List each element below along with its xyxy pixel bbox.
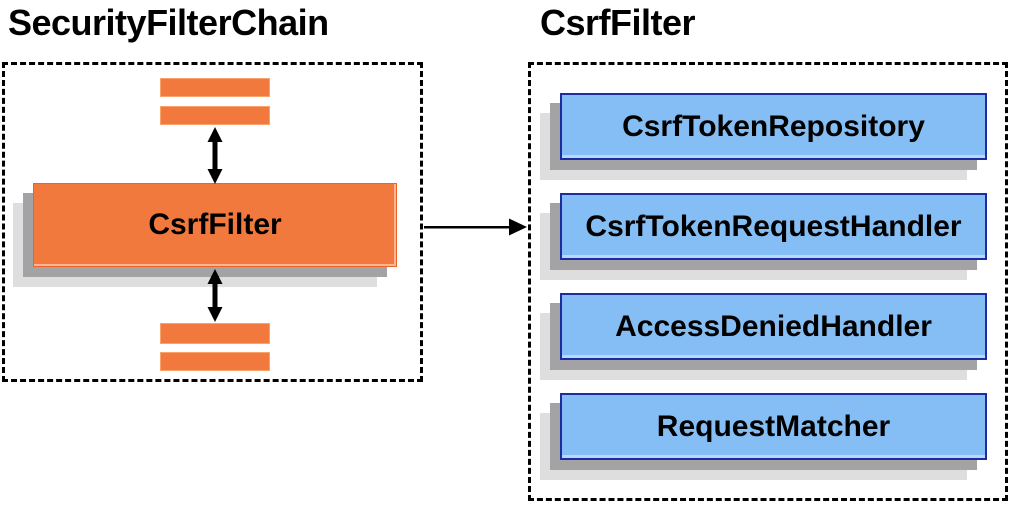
component-node-csrf-token-repository: CsrfTokenRepository [560,93,987,160]
csrf-filter-node: CsrfFilter [33,183,397,267]
flow-arrow-icon [424,218,527,236]
csrf-filter-title: CsrfFilter [540,2,696,43]
component-node-csrf-token-request-handler: CsrfTokenRequestHandler [560,193,987,260]
csrf-filter-components-container: CsrfTokenRepository CsrfTokenRequestHand… [528,62,1008,501]
csrf-filter-node-label: CsrfFilter [148,208,282,241]
filter-bar-icon [160,78,270,97]
component-node-access-denied-handler: AccessDeniedHandler [560,293,987,360]
security-filter-chain-title: SecurityFilterChain [8,2,329,43]
filter-bar-icon [160,323,270,344]
filter-bar-icon [160,352,270,371]
component-node-request-matcher: RequestMatcher [560,393,987,460]
filter-bar-icon [160,106,270,125]
security-filter-chain-container: CsrfFilter [2,62,423,382]
